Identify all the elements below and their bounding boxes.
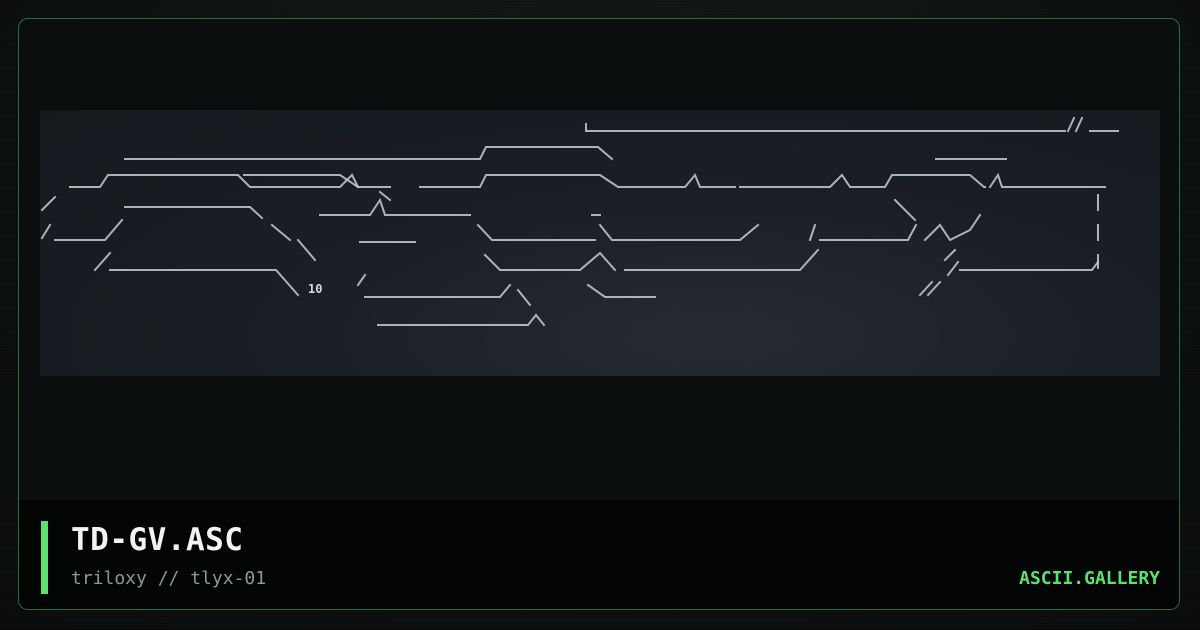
embedded-number-text: 10: [308, 282, 322, 296]
artwork-card[interactable]: 10 TD-GV.ASC triloxy // tlyx-01 ASCII.GA…: [18, 18, 1180, 610]
ascii-art-drawing: 10: [40, 116, 1119, 327]
accent-bar: [41, 521, 48, 594]
art-panel-shadow: [40, 376, 1160, 392]
brand-link[interactable]: ASCII.GALLERY: [1019, 568, 1160, 589]
artwork-title: TD-GV.ASC: [71, 522, 244, 558]
ascii-art-image[interactable]: 10: [40, 110, 1160, 376]
artwork-byline: triloxy // tlyx-01: [71, 568, 267, 589]
caption-bar: TD-GV.ASC triloxy // tlyx-01 ASCII.GALLE…: [19, 500, 1179, 609]
